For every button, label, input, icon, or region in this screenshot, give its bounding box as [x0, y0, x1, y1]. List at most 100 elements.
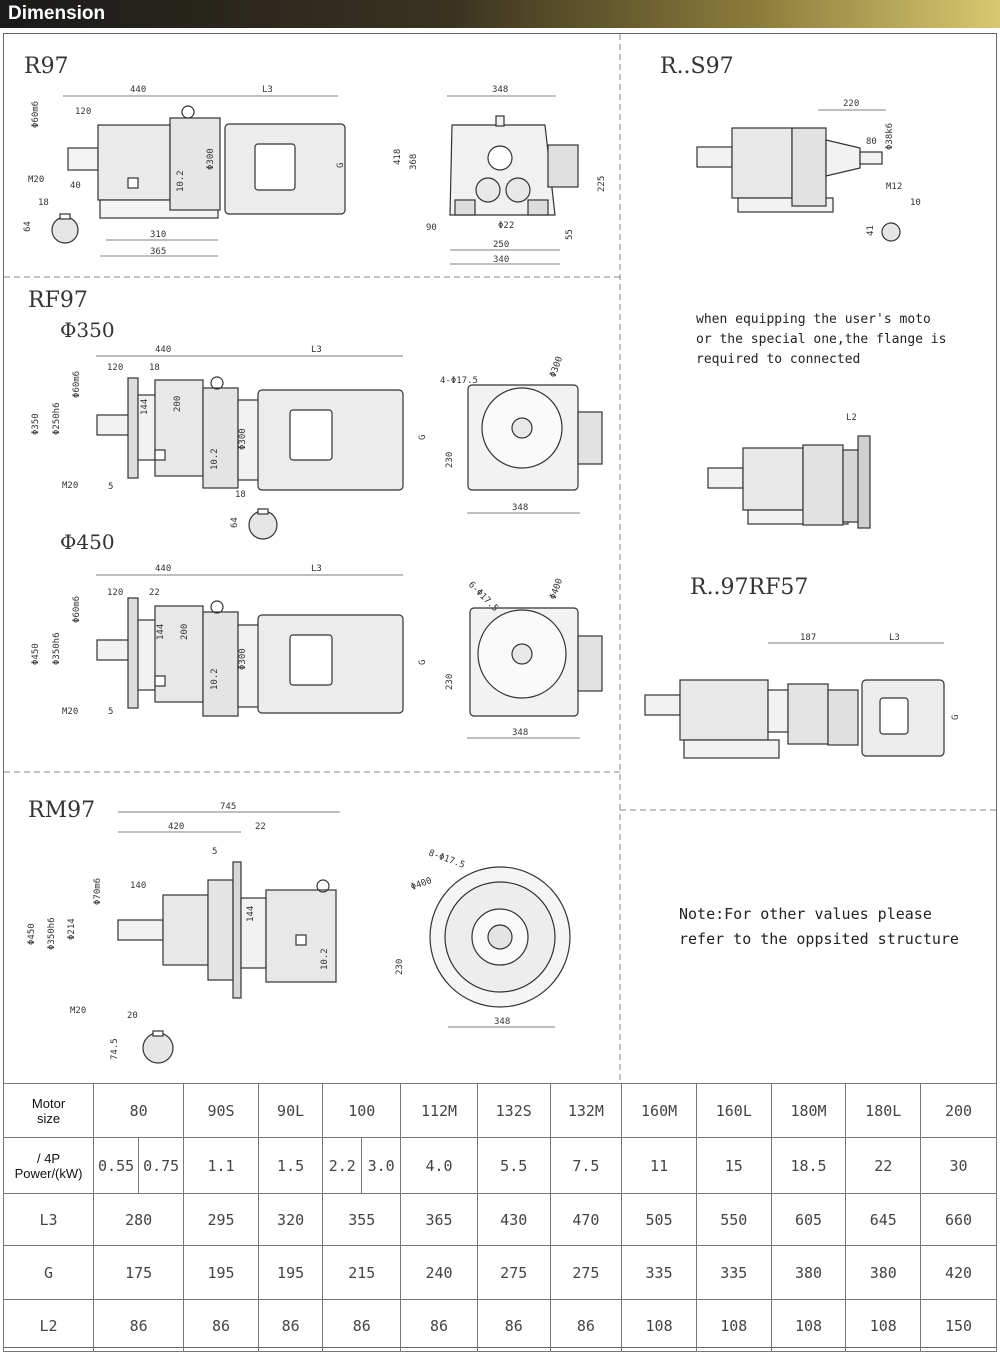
- l3-cell: 505: [621, 1193, 697, 1246]
- rf97-350-side-view: [96, 376, 404, 491]
- dim-rm97: 140: [130, 881, 146, 891]
- g-cell: 240: [400, 1245, 478, 1300]
- label-rm97: RM97: [28, 798, 96, 823]
- dim-r97: Φ22: [498, 221, 514, 231]
- g-cell: 215: [322, 1245, 402, 1300]
- power-cell: 5.5: [476, 1137, 551, 1194]
- row-label-power: / 4P Power/(kW): [2, 1137, 95, 1194]
- l2-cell: 108: [621, 1299, 697, 1352]
- dim-rs97: M12: [886, 182, 902, 192]
- motor-size-cell: 160M: [621, 1083, 697, 1138]
- g-cell: 275: [476, 1245, 551, 1300]
- header-bar: Dimension: [0, 0, 1000, 28]
- dim-rf97-350: M20: [62, 481, 78, 491]
- flange-note: when equipping the user's moto or the sp…: [696, 312, 947, 367]
- dim-rf97-350: Φ60m6: [72, 371, 82, 398]
- dim-rf97-350: Φ300: [548, 355, 565, 379]
- power-cell: 0.55: [93, 1137, 140, 1194]
- g-cell: 380: [770, 1245, 847, 1300]
- dim-rs97: 80: [866, 137, 877, 147]
- power-cell: 2.2: [322, 1137, 363, 1194]
- rf97-350-shaft-key-view: [248, 508, 278, 540]
- l2-cell: 86: [400, 1299, 478, 1352]
- label-phi450: Φ450: [60, 530, 115, 554]
- l2-cell: 150: [920, 1299, 997, 1352]
- dim-r97: 10.2: [176, 170, 186, 192]
- dim-rs97: 220: [843, 99, 859, 109]
- l2-cell: 86: [257, 1299, 324, 1352]
- rm97-side-view: [117, 861, 337, 999]
- dim-rf97-450: 348: [512, 728, 528, 738]
- l3-cell: 280: [93, 1193, 185, 1246]
- dim-rs97: 41: [866, 225, 876, 236]
- power-cell: 1.1: [183, 1137, 259, 1194]
- dim-rs97: 10: [910, 198, 921, 208]
- l3-cell: 365: [400, 1193, 478, 1246]
- dim-rf97-450: Φ450: [31, 643, 41, 665]
- rm97-shaft-key-view: [142, 1030, 174, 1064]
- g-cell: 335: [695, 1245, 772, 1300]
- dim-rf97-350: 144: [140, 399, 150, 415]
- l2-cell: 86: [476, 1299, 551, 1352]
- g-cell: 335: [621, 1245, 697, 1300]
- l3-cell: 645: [845, 1193, 922, 1246]
- row-label-g: G: [2, 1245, 95, 1300]
- dim-rs97: Φ38k6: [885, 123, 895, 150]
- motor-size-cell: 132M: [549, 1083, 623, 1138]
- other-values-note: Note:For other values please refer to th…: [679, 905, 959, 948]
- dim-rf97-350: Φ350: [31, 413, 41, 435]
- l3-cell: 355: [322, 1193, 402, 1246]
- dim-r97: 55: [565, 229, 575, 240]
- dim-r97rf57: L3: [889, 633, 900, 643]
- dim-r97: 348: [492, 85, 508, 95]
- label-r97rf57: R..97RF57: [690, 575, 809, 600]
- dim-rm97: Φ400: [410, 876, 434, 893]
- dim-rf97-450: 440: [155, 564, 171, 574]
- dim-rm97: 22: [255, 822, 266, 832]
- row-label-l2: L2: [2, 1299, 95, 1352]
- flange-connection-view: [707, 435, 871, 529]
- dim-r97: 40: [70, 181, 81, 191]
- dim-l2: L2: [846, 413, 857, 423]
- l3-cell: 295: [183, 1193, 259, 1246]
- dim-rf97-450: 120: [107, 588, 123, 598]
- l3-cell: 470: [549, 1193, 623, 1246]
- page-title: Dimension: [8, 3, 106, 24]
- dim-r97: 225: [597, 176, 607, 192]
- dim-rf97-450: 230: [445, 674, 455, 690]
- dim-r97: 120: [75, 107, 91, 117]
- motor-size-cell: 90L: [257, 1083, 324, 1138]
- power-cell: 3.0: [361, 1137, 402, 1194]
- dim-rm97: Φ214: [67, 918, 77, 940]
- dim-rf97-350: 120: [107, 363, 123, 373]
- motor-size-cell: 180L: [845, 1083, 922, 1138]
- r97-side-view: [67, 105, 346, 219]
- dim-rf97-350: Φ250h6: [52, 402, 62, 435]
- motor-size-cell: 200: [920, 1083, 997, 1138]
- dim-r97rf57: 187: [800, 633, 816, 643]
- l2-cell: 86: [183, 1299, 259, 1352]
- dim-rf97-350: 18: [235, 490, 246, 500]
- dim-r97: M20: [28, 175, 44, 185]
- dim-r97: 18: [38, 198, 49, 208]
- dim-r97: L3: [262, 85, 273, 95]
- g-cell: 420: [920, 1245, 997, 1300]
- dim-rm97: 348: [494, 1017, 510, 1027]
- dim-rf97-350: 440: [155, 345, 171, 355]
- dim-rf97-350: 230: [445, 452, 455, 468]
- dim-r97: 365: [150, 247, 166, 257]
- dim-rf97-450: Φ350h6: [52, 632, 62, 665]
- power-cell: 7.5: [549, 1137, 623, 1194]
- dim-r97: Φ60m6: [31, 101, 41, 128]
- dim-rf97-350: 64: [230, 517, 240, 528]
- dim-rf97-350: 18: [149, 363, 160, 373]
- power-cell: 11: [621, 1137, 697, 1194]
- l2-cell: 108: [845, 1299, 922, 1352]
- motor-size-cell: 132S: [476, 1083, 551, 1138]
